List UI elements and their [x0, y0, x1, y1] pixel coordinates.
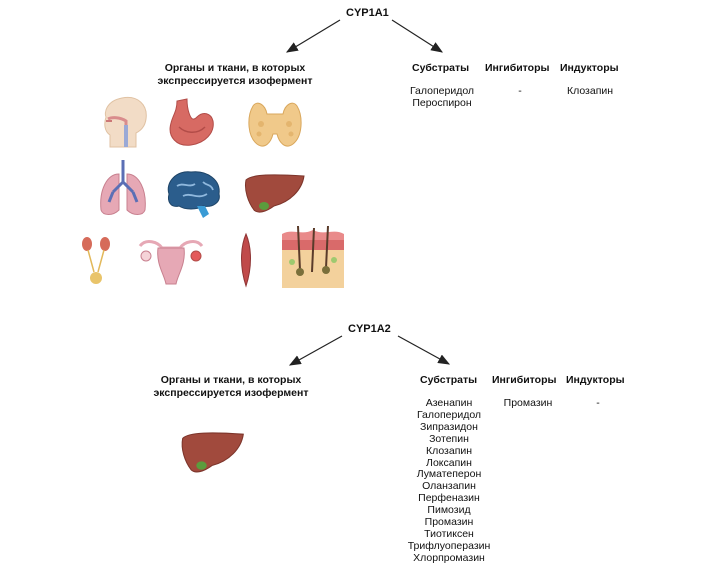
thyroid-icon: [248, 102, 302, 147]
list-item: Промазин: [424, 516, 474, 529]
list-item: Зипразидон: [420, 420, 478, 433]
organs-header-cyp1a2: Органы и ткани, в которых экспрессируетс…: [136, 374, 326, 400]
list-item: Азенапин: [425, 397, 473, 409]
list-item: Клозапин: [566, 85, 614, 97]
muscle-icon: [241, 232, 251, 288]
head-airway-icon: [104, 96, 147, 148]
substrates-list-cyp1a1: Галоперидол Пероспирон: [397, 85, 487, 110]
list-item: Локсапин: [426, 456, 472, 469]
lungs-icon: [100, 160, 146, 215]
list-item: -: [518, 85, 522, 97]
inducers-header-cyp1a2: Индукторы: [566, 374, 625, 386]
list-item: Зотепин: [429, 432, 469, 445]
list-item: Луматеперон: [416, 468, 482, 481]
list-item: Хлорпромазин: [413, 551, 485, 564]
list-item: Трифлуоперазин: [407, 539, 491, 552]
organs-header-line1: Органы и ткани, в которых: [164, 62, 306, 74]
inhibitors-list-cyp1a1: -: [495, 85, 545, 98]
brain-icon: [167, 171, 220, 218]
arrow-cyp1a2-drugs: [397, 335, 451, 365]
enzyme-title-cyp1a1: CYP1A1: [346, 7, 389, 19]
inducers-list-cyp1a1: Клозапин: [555, 85, 625, 98]
list-item: Клозапин: [425, 444, 473, 457]
substrates-header-cyp1a2: Субстраты: [420, 374, 478, 386]
inducers-header-cyp1a1: Индукторы: [560, 62, 619, 74]
list-item: Галоперидол: [409, 85, 475, 97]
list-item: -: [596, 397, 600, 409]
uterus-icon: [138, 240, 204, 285]
organs-header-line2: экспрессируется изофермент: [157, 75, 313, 87]
stomach-icon: [169, 98, 214, 146]
list-item: Промазин: [503, 397, 553, 409]
arrow-cyp1a2-organs: [288, 335, 343, 366]
list-item: Галоперидол: [416, 408, 482, 421]
inhibitors-header-cyp1a1: Ингибиторы: [485, 62, 550, 74]
organs-header-line2: экспрессируется изофермент: [153, 387, 309, 399]
list-item: Оланзапин: [422, 480, 476, 493]
list-item: Перфеназин: [418, 492, 480, 505]
skin-icon: [282, 225, 344, 288]
substrates-header-cyp1a1: Субстраты: [412, 62, 470, 74]
substrates-list-cyp1a2: Азенапин Галоперидол Зипразидон Зотепин …: [396, 397, 502, 565]
organs-header-line1: Органы и ткани, в которых: [160, 374, 302, 386]
arrow-cyp1a1-organs: [285, 19, 341, 53]
urinary-tract-icon: [82, 237, 110, 284]
enzyme-title-cyp1a2: CYP1A2: [348, 323, 391, 335]
inhibitors-header-cyp1a2: Ингибиторы: [492, 374, 557, 386]
liver-icon: [181, 432, 244, 473]
list-item: Тиотиксен: [424, 527, 474, 540]
liver-icon: [245, 174, 305, 213]
list-item: Пероспирон: [412, 96, 472, 109]
list-item: Пимозид: [427, 504, 471, 517]
inhibitors-list-cyp1a2: Промазин: [495, 397, 561, 410]
inducers-list-cyp1a2: -: [568, 397, 628, 410]
organs-header-cyp1a1: Органы и ткани, в которых экспрессируетс…: [140, 62, 330, 88]
arrow-cyp1a1-drugs: [391, 19, 444, 53]
